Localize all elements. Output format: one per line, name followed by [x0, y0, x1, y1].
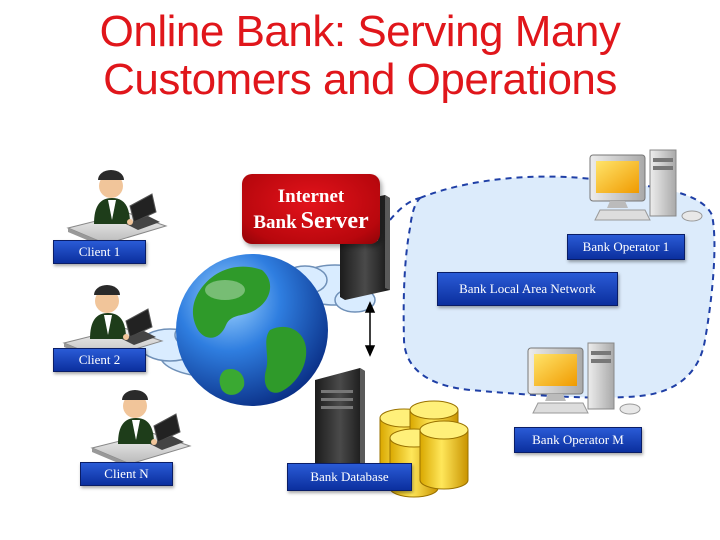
internet-bank-server-label: Internet Bank Server — [242, 174, 380, 244]
title-line-2: Customers and Operations — [103, 55, 617, 104]
server-label-line-1: Internet — [277, 186, 345, 207]
link-arrow — [364, 301, 376, 357]
page-title: Online Bank: Serving Many Customers and … — [0, 8, 720, 104]
lan-label: Bank Local Area Network — [437, 272, 618, 306]
client-2-label: Client 2 — [53, 348, 146, 372]
database-cylinder-icon — [379, 400, 469, 498]
server-tower-icon — [315, 368, 365, 482]
workstation-icon — [589, 149, 703, 222]
workstation-icon — [527, 342, 641, 415]
bank-operator-m-label: Bank Operator M — [514, 427, 642, 453]
bank-operator-1-label: Bank Operator 1 — [567, 234, 685, 260]
client-computer-icon — [66, 170, 168, 248]
server-label-bank: Bank — [253, 212, 297, 233]
database-label: Bank Database — [287, 463, 412, 491]
title-line-1: Online Bank: Serving Many — [99, 7, 621, 56]
server-label-server: Server — [300, 208, 369, 234]
client-n-label: Client N — [80, 462, 173, 486]
client-computer-icon — [90, 390, 192, 468]
client-1-label: Client 1 — [53, 240, 146, 264]
globe-icon — [176, 254, 328, 406]
